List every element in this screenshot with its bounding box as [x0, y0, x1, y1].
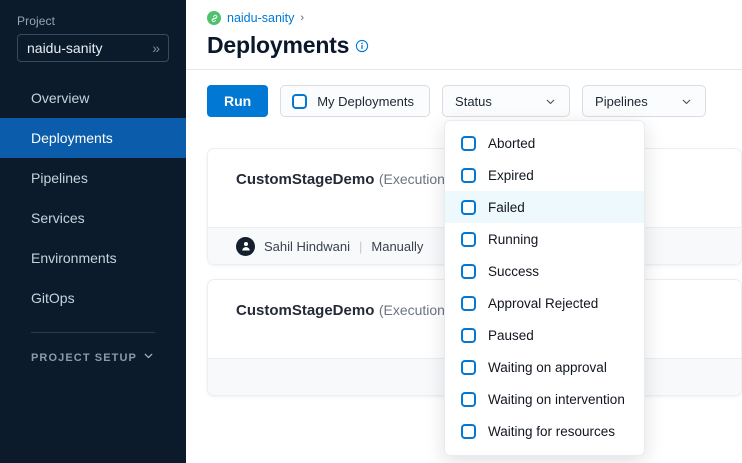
chevron-down-icon [142, 349, 155, 367]
breadcrumb-link-project[interactable]: naidu-sanity [227, 11, 295, 25]
deployment-name: CustomStageDemo [236, 302, 375, 319]
status-option-label: Expired [488, 167, 534, 183]
status-option-checkbox[interactable] [461, 135, 476, 151]
status-option-checkbox[interactable] [461, 391, 476, 407]
status-option-approval-rejected[interactable]: Approval Rejected [445, 287, 644, 319]
chevron-down-icon [680, 95, 693, 108]
status-option-checkbox[interactable] [461, 199, 476, 215]
status-option-expired[interactable]: Expired [445, 159, 644, 191]
page-header: naidu-sanity › Deployments [186, 0, 742, 59]
status-option-label: Aborted [488, 135, 536, 151]
page-title: Deployments [207, 32, 350, 58]
my-deployments-checkbox[interactable] [292, 93, 308, 109]
my-deployments-label: My Deployments [317, 93, 415, 109]
status-option-running[interactable]: Running [445, 223, 644, 255]
status-option-aborted[interactable]: Aborted [445, 127, 644, 159]
status-option-label: Waiting on intervention [488, 391, 625, 407]
status-option-checkbox[interactable] [461, 263, 476, 279]
footer-separator: | [359, 238, 363, 254]
status-option-waiting-on-approval[interactable]: Waiting on approval [445, 351, 644, 383]
status-option-label: Approval Rejected [488, 295, 599, 311]
status-option-checkbox[interactable] [461, 423, 476, 439]
deployment-card-body: CustomStageDemo (Execution Id [208, 280, 741, 358]
deployment-execution-id: (Execution Id [378, 302, 461, 318]
chevron-down-icon [544, 95, 557, 108]
status-option-waiting-for-resources[interactable]: Waiting for resources [445, 415, 644, 447]
sidebar-item-label: Environments [31, 250, 117, 266]
sidebar-item-services[interactable]: Services [0, 198, 186, 238]
project-setup-label: PROJECT SETUP [31, 352, 137, 364]
project-label: Project [17, 14, 56, 28]
my-deployments-filter[interactable]: My Deployments [280, 85, 431, 117]
sidebar-item-overview[interactable]: Overview [0, 78, 186, 118]
sidebar-item-label: Deployments [31, 130, 113, 146]
sidebar-item-label: Overview [31, 90, 90, 106]
pipelines-filter-label: Pipelines [595, 93, 648, 109]
status-filter-dropdown[interactable]: Status [442, 85, 571, 117]
sidebar-item-gitops[interactable]: GitOps [0, 278, 186, 318]
chevron-double-right-icon: » [152, 40, 160, 56]
status-option-checkbox[interactable] [461, 327, 476, 343]
status-option-checkbox[interactable] [461, 231, 476, 247]
project-selector[interactable]: naidu-sanity » [17, 34, 169, 62]
status-option-waiting-on-intervention[interactable]: Waiting on intervention [445, 383, 644, 415]
sidebar-item-environments[interactable]: Environments [0, 238, 186, 278]
status-dropdown-menu[interactable]: Aborted Expired Failed Running Success A… [444, 120, 645, 456]
sidebar: Project naidu-sanity » Overview Deployme… [0, 0, 186, 463]
status-option-label: Waiting for resources [488, 423, 616, 439]
project-setup-toggle[interactable]: PROJECT SETUP [0, 349, 186, 367]
breadcrumb-separator: › [300, 12, 305, 24]
deployment-name: CustomStageDemo [236, 171, 375, 188]
toolbar: Run My Deployments Status Pipelines [207, 85, 707, 117]
status-option-label: Running [488, 231, 539, 247]
run-button[interactable]: Run [207, 85, 269, 117]
project-link-icon [207, 11, 221, 25]
title-row: Deployments [207, 32, 742, 59]
status-option-failed[interactable]: Failed [445, 191, 644, 223]
status-option-label: Paused [488, 327, 534, 343]
status-option-label: Failed [488, 199, 525, 215]
sidebar-item-deployments[interactable]: Deployments [0, 118, 186, 158]
deployment-trigger: Manually [371, 238, 424, 254]
sidebar-item-label: Services [31, 210, 85, 226]
status-filter-label: Status [455, 93, 492, 109]
status-option-success[interactable]: Success [445, 255, 644, 287]
status-option-label: Success [488, 263, 540, 279]
sidebar-item-label: GitOps [31, 290, 75, 306]
deployment-card-body: CustomStageDemo (Execution Id [208, 149, 741, 227]
sidebar-item-pipelines[interactable]: Pipelines [0, 158, 186, 198]
deployment-user: Sahil Hindwani [264, 238, 350, 254]
status-option-checkbox[interactable] [461, 167, 476, 183]
status-option-checkbox[interactable] [461, 359, 476, 375]
status-option-paused[interactable]: Paused [445, 319, 644, 351]
project-selector-value: naidu-sanity [27, 40, 103, 56]
sidebar-divider [31, 332, 155, 333]
header-divider [186, 69, 742, 70]
user-avatar-icon [236, 236, 255, 256]
sidebar-item-label: Pipelines [31, 170, 88, 186]
deployment-execution-id: (Execution Id [378, 171, 461, 187]
pipelines-filter-dropdown[interactable]: Pipelines [582, 85, 707, 117]
info-circle-icon[interactable] [355, 39, 369, 53]
status-option-checkbox[interactable] [461, 295, 476, 311]
breadcrumb: naidu-sanity › [207, 8, 742, 28]
status-option-label: Waiting on approval [488, 359, 607, 375]
sidebar-nav: Overview Deployments Pipelines Services … [0, 78, 186, 318]
